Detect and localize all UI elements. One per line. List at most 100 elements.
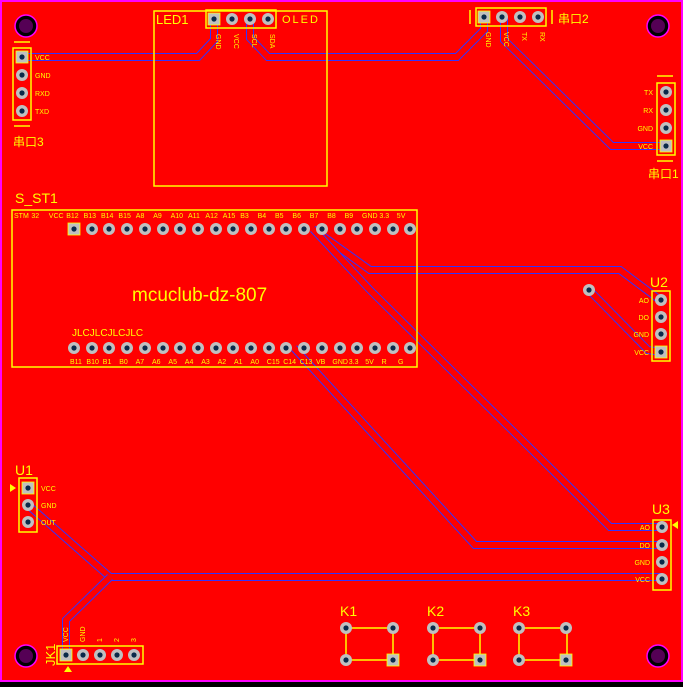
- mcu-top-pin-20: [404, 223, 416, 235]
- mcu-bottom-label: JLCJLCJLCJLC: [72, 328, 143, 339]
- oled-pin-label-4: SDA: [268, 34, 275, 49]
- mcu-top-pin-4: [121, 223, 133, 235]
- serial2-header-outline: [475, 7, 547, 27]
- oled-pin-1: [207, 12, 221, 26]
- k3-pin-1: [513, 622, 525, 634]
- mcu-bottom-pin-17: [351, 342, 363, 354]
- mcu-bottom-pin-label-3: B1: [103, 359, 112, 366]
- mcu-top-pin-5: [139, 223, 151, 235]
- u1-pin-label-1: VCC: [41, 486, 56, 493]
- k2-pin-4: [473, 653, 487, 667]
- serial1-pin-label-3: GND: [637, 126, 653, 133]
- mcu-bottom-pin-label-20: R: [382, 359, 387, 366]
- mcu-bottom-pin-14: [298, 342, 310, 354]
- mcu-top-pin-9: [210, 223, 222, 235]
- mcu-bottom-pin-label-7: A5: [168, 359, 177, 366]
- mcu-top-pin-label-4: B12: [66, 213, 79, 220]
- jk1-header-outline: [56, 645, 144, 665]
- mcu-bottom-pin-6: [157, 342, 169, 354]
- serial2-pin-label-3: TX: [520, 32, 527, 41]
- u2-pin-label-4: VCC: [634, 350, 649, 357]
- mcu-ref: S_ST1: [15, 190, 58, 206]
- u1-header-outline: [18, 477, 38, 533]
- mcu-bottom-pin-18: [369, 342, 381, 354]
- mcu-top-pin-19: [387, 223, 399, 235]
- k3-outline: [518, 627, 568, 661]
- serial1-header-outline: [656, 82, 676, 156]
- serial1-pin-4: [659, 139, 673, 153]
- mcu-bottom-pin-label-11: A1: [234, 359, 243, 366]
- mcu-top-pin-label-12: A12: [205, 213, 218, 220]
- board-title: mcuclub-dz-807: [132, 285, 267, 306]
- u2-pin-4: [654, 345, 668, 359]
- led1-name: OLED: [282, 14, 320, 26]
- mcu-bottom-pin-label-4: B0: [119, 359, 128, 366]
- mcu-top-pin-label-15: B4: [258, 213, 267, 220]
- jk1-pin-5: [128, 649, 140, 661]
- mcu-top-pin-18: [369, 223, 381, 235]
- mcu-bottom-pin-label-18: 3.3: [349, 359, 359, 366]
- u1-pin-2: [22, 499, 34, 511]
- mcu-bottom-pin-19: [387, 342, 399, 354]
- mcu-bottom-pin-label-8: A4: [185, 359, 194, 366]
- mcu-bottom-pin-20: [404, 342, 416, 354]
- mcu-bottom-pin-label-21: G: [398, 359, 403, 366]
- mcu-top-pin-label-16: B5: [275, 213, 284, 220]
- u2-pin-label-2: DO: [639, 315, 650, 322]
- mcu-top-pin-17: [351, 223, 363, 235]
- oled-pin-label-2: VCC: [232, 34, 239, 49]
- mcu-top-pin-14: [298, 223, 310, 235]
- mcu-bottom-pin-11: [245, 342, 257, 354]
- k3-pin-3: [513, 654, 525, 666]
- k2-pin-2: [474, 622, 486, 634]
- oled-pin-label-3: SCL: [250, 34, 257, 48]
- mcu-top-pin-1: [67, 222, 81, 236]
- jk1-pin-label-2: GND: [80, 626, 87, 642]
- u3-pin-2: [656, 539, 668, 551]
- serial3-header-outline: [12, 47, 32, 121]
- oled-pin-3: [244, 13, 256, 25]
- serial3-pin-label-4: TXD: [35, 109, 49, 116]
- jk1-pin-3: [94, 649, 106, 661]
- silkscreen-layer: [11, 7, 676, 665]
- k1-ref: K1: [340, 603, 357, 619]
- k2-pin-3: [427, 654, 439, 666]
- jk1-pin-label-3: 1: [97, 638, 104, 642]
- mcu-bottom-pin-10: [227, 342, 239, 354]
- u3-pin-4: [656, 573, 668, 585]
- mcu-bottom-pin-label-6: A6: [152, 359, 161, 366]
- mcu-top-pin-13: [280, 223, 292, 235]
- k2-ref: K2: [427, 603, 444, 619]
- u2-pin-label-3: GND: [633, 332, 649, 339]
- k3-pin-2: [560, 622, 572, 634]
- u2-via: [583, 284, 595, 296]
- mcu-top-pin-label-8: A8: [136, 213, 145, 220]
- led1-ref: LED1: [156, 12, 189, 27]
- mcu-top-pin-label-13: A15: [223, 213, 236, 220]
- u3-ref: U3: [652, 501, 670, 517]
- jk1-pin-label-5: 3: [131, 638, 138, 642]
- pin1-markers: [10, 484, 678, 672]
- mcu-top-pin-10: [227, 223, 239, 235]
- mcu-bottom-pin-label-13: C15: [267, 359, 280, 366]
- mcu-top-pin-label-9: A9: [153, 213, 162, 220]
- serial1-pin-3: [660, 122, 672, 134]
- mcu-bottom-pin-label-5: A7: [136, 359, 145, 366]
- serial3-pin-2: [16, 69, 28, 81]
- u2-pin-label-1: AO: [639, 298, 650, 305]
- serial3-pin-4: [16, 105, 28, 117]
- mcu-top-pin-label-10: A10: [171, 213, 184, 220]
- oled-pin-label-1: GND: [214, 34, 221, 50]
- oled-pin-4: [262, 13, 274, 25]
- u1-pin-label-2: GND: [41, 503, 57, 510]
- mcu-top-pin-label-21: GND: [362, 213, 378, 220]
- k2-outline: [432, 627, 481, 661]
- mcu-top-pin-label-7: B15: [118, 213, 131, 220]
- mcu-bottom-pin-label-9: A3: [201, 359, 210, 366]
- u1-ref: U1: [15, 462, 33, 478]
- u2-pin-3: [655, 328, 667, 340]
